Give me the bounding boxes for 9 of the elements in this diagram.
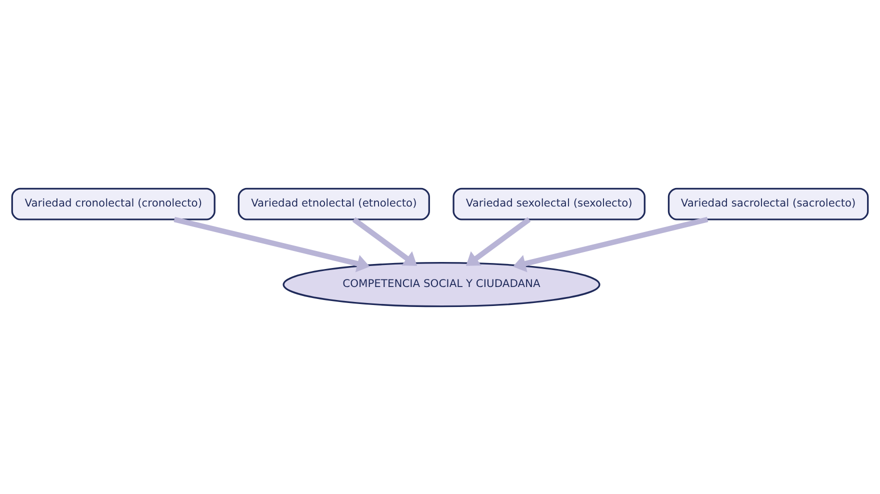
node-box: Variedad etnolectal (etnolecto): [238, 187, 430, 220]
node-ellipse: COMPETENCIA SOCIAL Y CIUDADANA: [282, 262, 600, 307]
node-box: Variedad sexolectal (sexolecto): [452, 187, 646, 220]
arrow: [352, 216, 418, 266]
arrow: [174, 216, 370, 272]
arrow: [512, 216, 708, 272]
node-box: Variedad cronolectal (cronolecto): [11, 187, 216, 220]
arrow: [466, 216, 531, 266]
node-box: Variedad sacrolectal (sacrolecto): [668, 187, 869, 220]
